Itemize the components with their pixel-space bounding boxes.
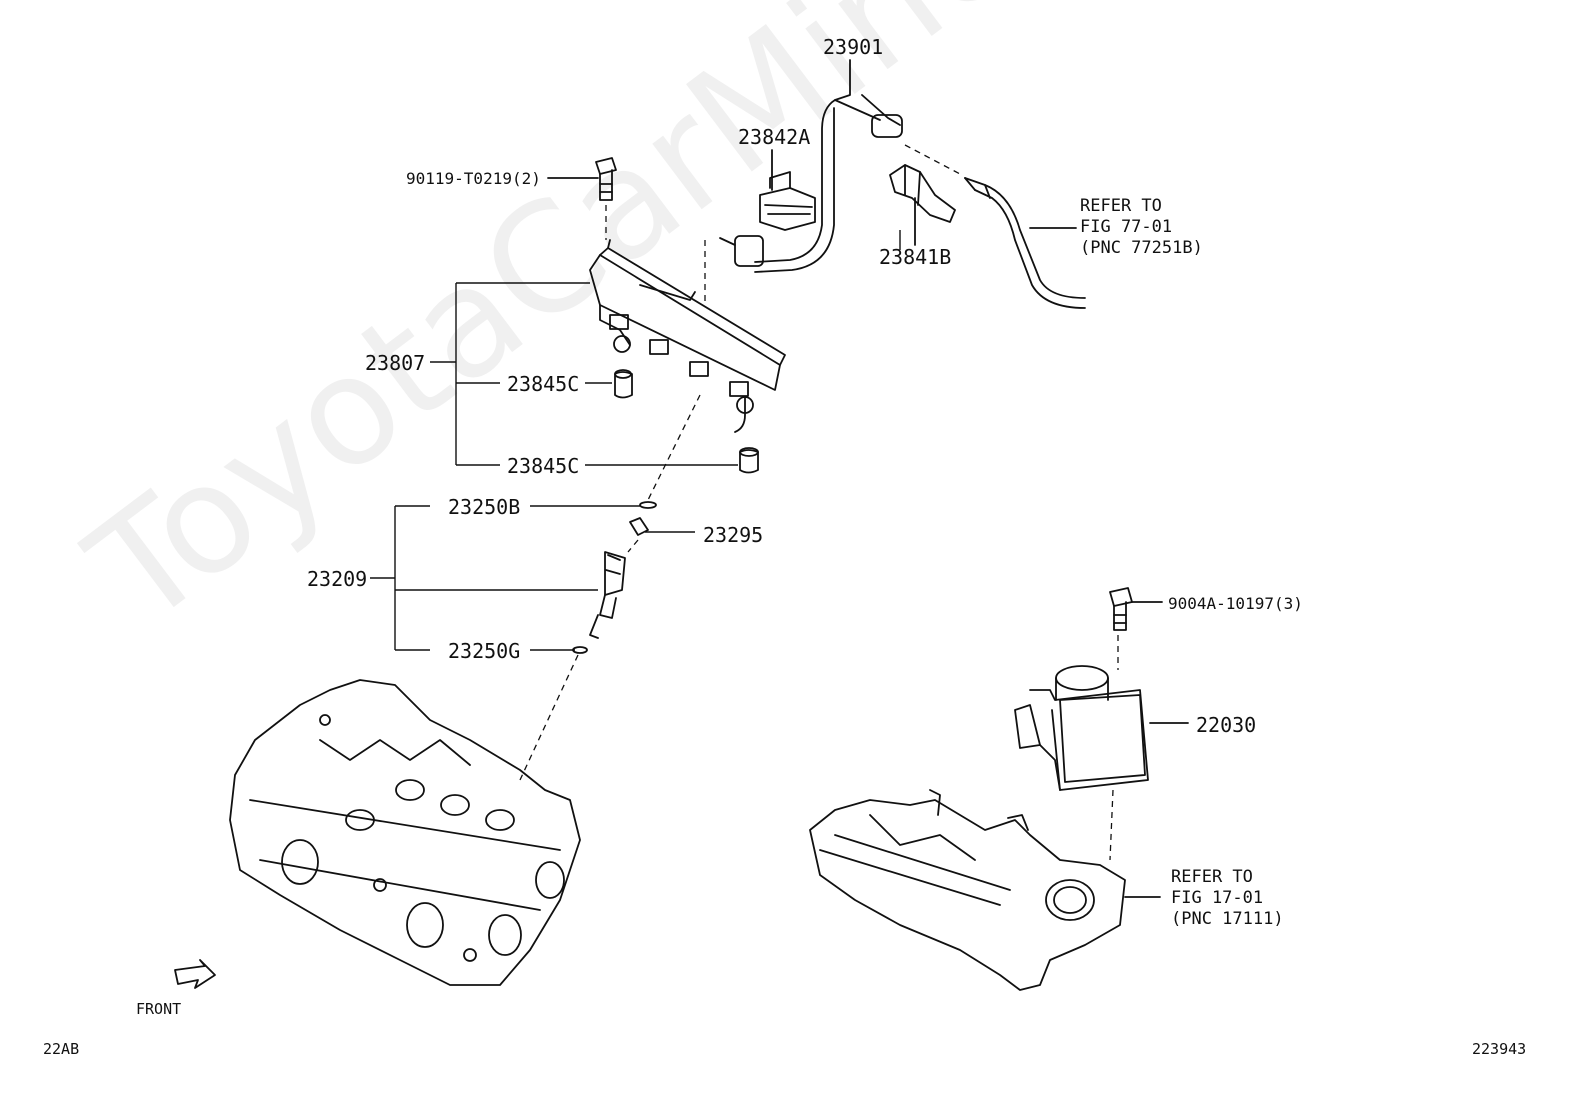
label-23845C-bottom: 23845C [507,454,580,478]
clip-23841B [889,164,956,246]
reference-line: REFER TO [1171,867,1253,887]
injector-23209 [572,501,657,654]
footer-right-code: 223943 [1472,1040,1527,1058]
spacer-23845C-bottom [739,447,759,474]
label-23295: 23295 [703,523,764,547]
clip-23842A [759,149,816,231]
throttle-body-22030 [1014,665,1189,791]
label-22030: 22030 [1196,713,1257,737]
label-90119-T0219: 90119-T0219(2) [406,169,541,188]
label-9004A-10197: 9004A-10197(3) [1168,594,1303,613]
fuel-hose-23901 [719,59,903,273]
reference-line: FIG 77-01 [1080,217,1173,237]
intake-manifold [809,789,1161,991]
reference-fuel-line: REFER TO FIG 77-01 (PNC 77251B) [1080,196,1203,259]
dashed-lines [519,144,1119,861]
bolt-90119 [547,157,617,201]
reference-intake-manifold: REFER TO FIG 17-01 (PNC 17111) [1171,867,1284,930]
leader-lines [370,230,901,651]
label-23209: 23209 [307,567,368,591]
footer-left-code: 22AB [43,1040,80,1058]
fuel-rail-23807 [589,239,786,433]
reference-line: (PNC 77251B) [1080,238,1203,258]
reference-line: FIG 17-01 [1171,888,1264,908]
bolt-9004A [1109,587,1163,631]
label-23841B: 23841B [879,245,952,269]
fuel-line-refer [964,177,1086,309]
reference-line: (PNC 17111) [1171,909,1284,929]
label-23250G: 23250G [448,639,521,663]
reference-line: REFER TO [1080,196,1162,216]
front-label: FRONT [136,1000,182,1018]
label-23845C-top: 23845C [507,372,580,396]
cylinder-head [229,679,581,986]
label-23901: 23901 [823,35,884,59]
front-arrow-icon [174,959,216,989]
label-23250B: 23250B [448,495,521,519]
label-23807: 23807 [365,351,426,375]
spacer-23845C-top [614,369,633,399]
label-23842A: 23842A [738,125,811,149]
